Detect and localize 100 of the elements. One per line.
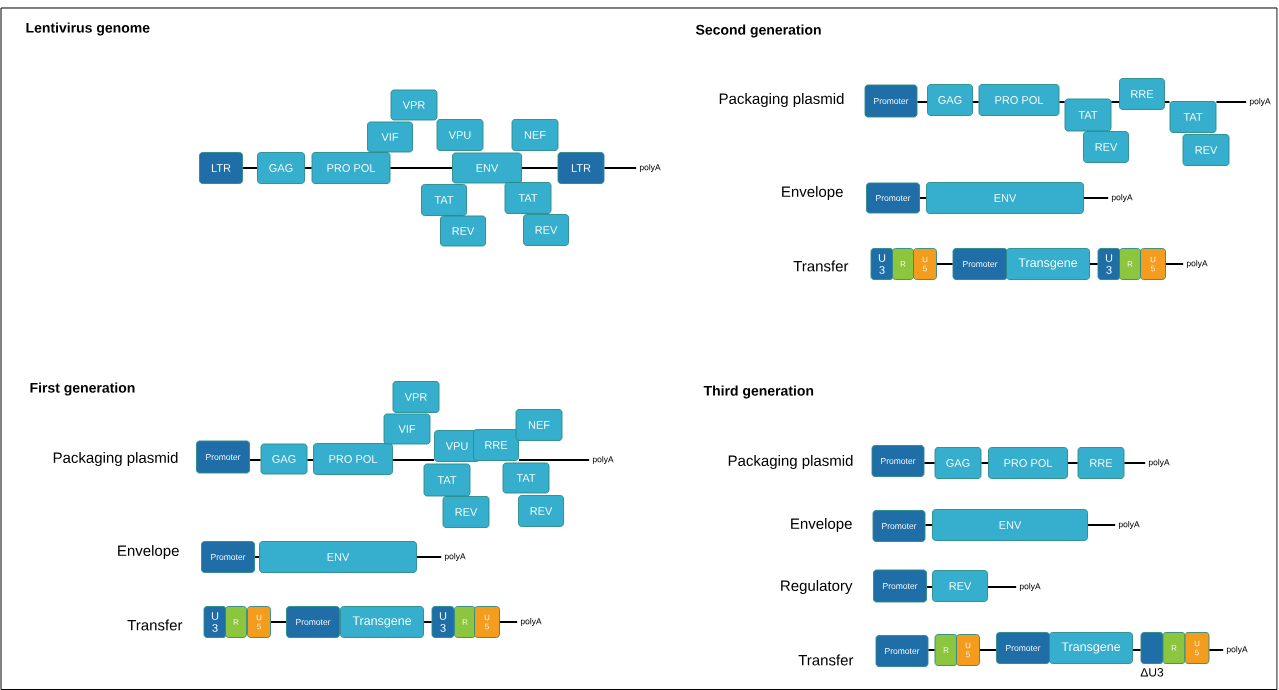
polya-label: polyA [639, 164, 661, 172]
section-heading: Second generation [695, 24, 821, 38]
ltr-box: LTR [199, 152, 243, 184]
backbone-line [1086, 524, 1117, 526]
row-label: Packaging plasmid [719, 93, 844, 107]
backbone-line [1163, 101, 1171, 103]
row-label: Packaging plasmid [728, 455, 853, 469]
promoter-box: Promoter [952, 248, 1008, 280]
backbone-line [1088, 263, 1099, 265]
backbone-line [1110, 101, 1121, 103]
backbone-line [980, 462, 990, 464]
gene-box: REV [1083, 131, 1129, 163]
region-label: ΔU3 [1140, 668, 1164, 677]
backbone-line [422, 621, 433, 623]
backbone-line [927, 649, 936, 651]
row-label: Transfer [798, 654, 854, 666]
backbone-line [391, 459, 436, 461]
backbone-line [253, 556, 261, 558]
backbone-line [971, 101, 980, 103]
r-region-box: R [892, 248, 914, 280]
gene-box: VPU [436, 119, 484, 151]
u5-region-box: U 5 [956, 634, 980, 666]
row-label: Envelope [791, 518, 852, 532]
gene-box: VPR [390, 89, 438, 121]
gene-box: NEF [511, 119, 559, 151]
ltr-box: U 3 [431, 606, 455, 638]
gene-box: REV [440, 215, 486, 247]
backbone-line [923, 462, 936, 464]
gene-box: REV [523, 214, 569, 246]
gene-box: REV [518, 495, 564, 527]
promoter-box: Promoter [871, 445, 925, 477]
backbone-line [916, 101, 929, 103]
backbone-line [1131, 649, 1142, 651]
gene-box: ENV [452, 152, 522, 184]
gene-box: ENV [932, 509, 1088, 541]
polya-label: polyA [1148, 459, 1170, 467]
row-label: Transfer [793, 260, 849, 272]
transgene-box: Transgene [340, 606, 424, 638]
ltr-box: U 3 [870, 248, 894, 280]
r-region-box: R [1162, 632, 1186, 664]
section-heading: Lentivirus genome [26, 22, 150, 36]
promoter-box: Promoter [196, 440, 250, 474]
backbone-line [241, 167, 259, 169]
u5-region-box: U 5 [474, 606, 500, 638]
promoter-box: Promoter [873, 569, 927, 603]
ltr-box: U 3 [1097, 248, 1121, 280]
gene-box: RRE [1077, 447, 1125, 479]
polya-label: polyA [520, 618, 542, 626]
transgene-box: Transgene [1006, 248, 1090, 280]
polya-label: polyA [1118, 521, 1140, 529]
gene-box: RRE [473, 429, 519, 461]
ltr-box: LTR [557, 152, 605, 184]
row-label: Envelope [118, 545, 179, 559]
gene-box: GAG [257, 152, 305, 184]
backbone-line [924, 524, 934, 526]
r-region-box: R [454, 606, 476, 638]
gene-box: ENV [259, 541, 417, 573]
backbone-line [918, 197, 928, 199]
backbone-line [1123, 462, 1147, 464]
backbone-line [935, 263, 954, 265]
backbone-line [520, 167, 559, 169]
gene-box: TAT [1064, 98, 1112, 132]
gene-box: TAT [423, 463, 471, 497]
gene-box: PRO POL [313, 443, 393, 475]
backbone-line [498, 621, 519, 623]
promoter-box: Promoter [286, 606, 340, 638]
backbone-line [415, 556, 443, 558]
gene-box: RRE [1119, 78, 1165, 110]
promoter-box: Promoter [864, 84, 918, 118]
gene-box: TAT [504, 182, 552, 214]
backbone-line [1082, 197, 1110, 199]
section-heading: First generation [30, 382, 135, 396]
backbone-line [269, 621, 288, 623]
polya-label: polyA [592, 456, 614, 464]
polya-label: polyA [1111, 194, 1133, 202]
backbone-line [306, 459, 315, 461]
backbone-line [389, 167, 454, 169]
gene-box: GAG [260, 443, 308, 475]
promoter-box: Promoter [875, 635, 929, 667]
gene-box: TAT [502, 462, 550, 494]
row-label: Transfer [127, 619, 183, 631]
polya-label: polyA [444, 553, 466, 561]
gene-box: VIF [367, 121, 413, 153]
gene-box: PRO POL [978, 84, 1060, 116]
section-heading: Third generation [703, 385, 814, 399]
u5-region-box: U 5 [1140, 248, 1166, 280]
polya-label: polyA [1226, 646, 1248, 654]
backbone-line [978, 649, 998, 651]
gene-box: REV [932, 570, 988, 602]
row-label: Packaging plasmid [53, 452, 178, 466]
gene-box: REV [1182, 134, 1230, 166]
promoter-box: Promoter [201, 541, 255, 573]
r-region-box: R [225, 606, 247, 638]
row-label: Envelope [782, 186, 843, 200]
polya-label: polyA [1019, 583, 1041, 591]
gene-box: NEF [515, 409, 563, 441]
gene-box: PRO POL [988, 447, 1068, 479]
backbone-line [925, 586, 934, 588]
u5-region-box: U 5 [247, 606, 271, 638]
transgene-box: Transgene [1049, 632, 1133, 664]
